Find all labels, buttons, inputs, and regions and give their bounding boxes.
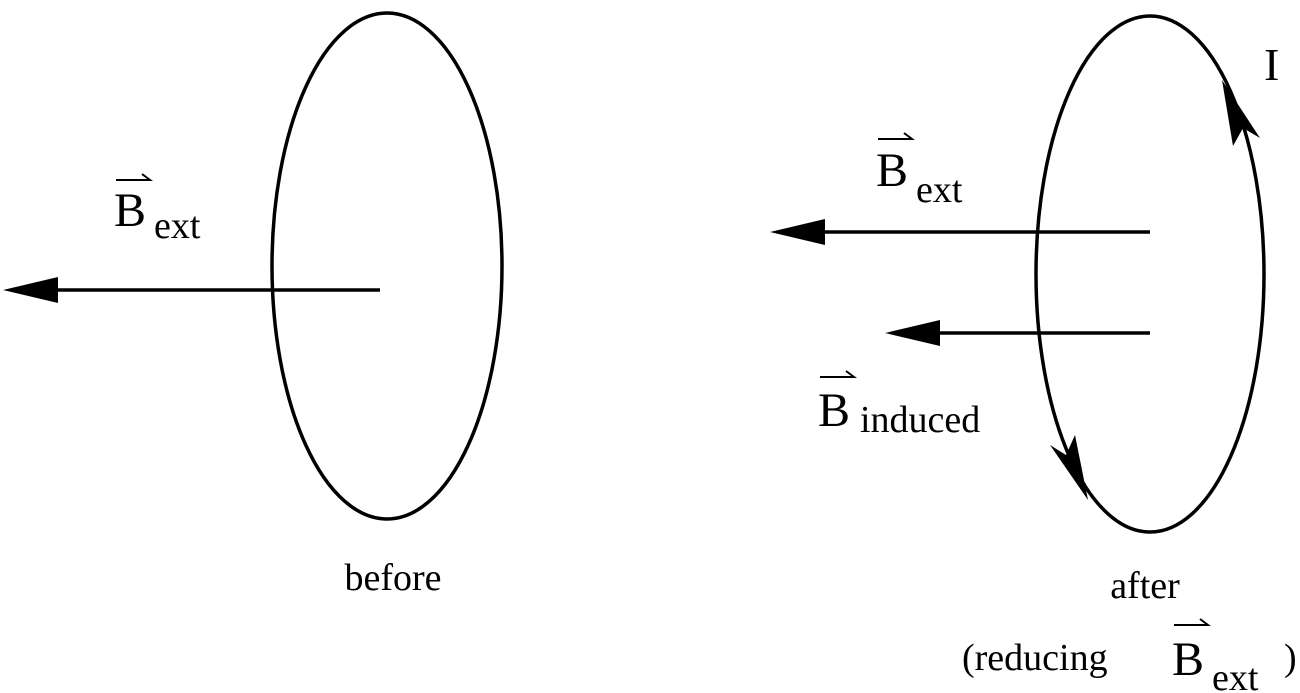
b-ext-symbol: B	[114, 184, 146, 237]
b-induced-label: B induced	[818, 370, 980, 441]
b-ext-symbol-after: B	[876, 144, 908, 197]
vector-hat-icon	[116, 173, 153, 181]
loop-before	[270, 11, 504, 521]
b-induced-subscript: induced	[860, 399, 980, 441]
b-ext-subscript-after: ext	[916, 169, 963, 211]
caption-after: after	[1110, 565, 1180, 607]
condition-symbol: B	[1172, 633, 1204, 686]
condition-prefix: (reducing	[962, 637, 1108, 679]
b-induced-symbol: B	[818, 384, 850, 437]
b-ext-label-before: B ext	[114, 173, 201, 247]
condition-suffix: )	[1284, 637, 1297, 679]
vector-hat-icon	[878, 132, 915, 140]
caption-before: before	[344, 557, 441, 599]
vector-hat-icon	[1174, 618, 1211, 626]
after-panel: I B ext B induced after (reducing B ext …	[770, 14, 1297, 693]
current-label: I	[1264, 39, 1279, 90]
current-arrowhead-bottom-icon	[1050, 435, 1088, 500]
b-ext-subscript: ext	[154, 205, 201, 247]
b-induced-arrowhead	[885, 320, 940, 346]
current-arrowhead-top-icon	[1222, 80, 1260, 146]
condition-subscript: ext	[1212, 657, 1259, 693]
before-panel: B ext before	[3, 11, 504, 599]
loop-after	[1034, 14, 1266, 534]
b-ext-label-after: B ext	[876, 132, 963, 211]
b-ext-arrowhead-after	[770, 219, 825, 245]
condition-label: (reducing B ext )	[962, 618, 1297, 693]
vector-hat-icon	[820, 370, 857, 378]
b-ext-arrowhead-before	[3, 277, 58, 303]
